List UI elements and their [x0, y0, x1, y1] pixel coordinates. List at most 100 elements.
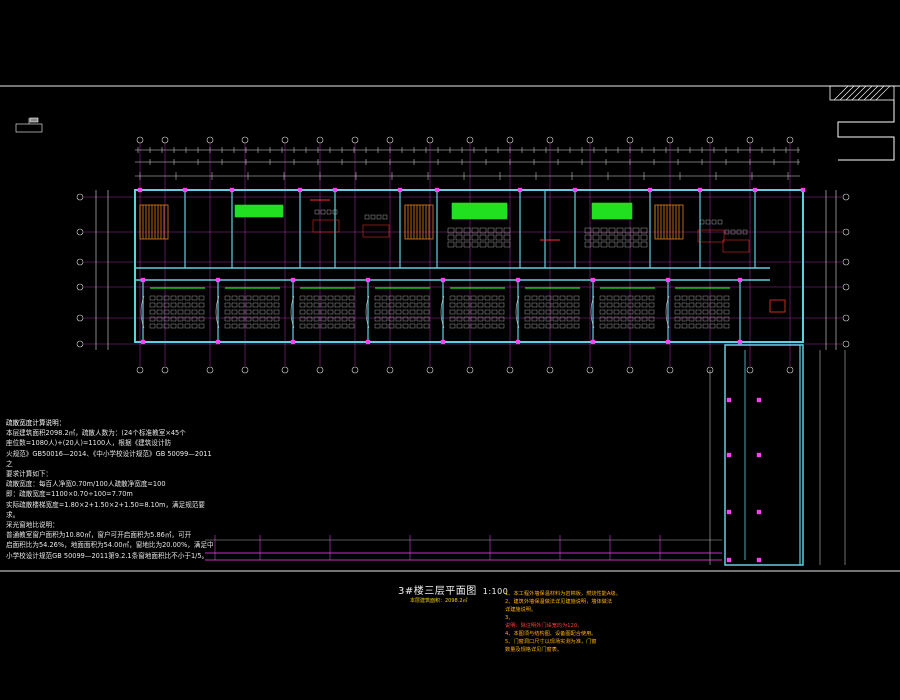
column-marker: [800, 187, 806, 193]
desk: [409, 323, 416, 329]
axis-bubble: [161, 366, 169, 374]
desk: [477, 323, 484, 329]
desk: [479, 227, 487, 234]
desk: [688, 302, 695, 308]
desk: [224, 295, 231, 301]
axis-bubble: [316, 366, 324, 374]
desk: [681, 309, 688, 315]
desk: [341, 309, 348, 315]
desk: [198, 295, 205, 301]
desk: [170, 323, 177, 329]
desk: [484, 323, 491, 329]
desk: [599, 323, 606, 329]
desk: [702, 316, 709, 322]
desk: [306, 302, 313, 308]
desk: [381, 302, 388, 308]
desk: [191, 295, 198, 301]
desk: [702, 309, 709, 315]
axis-bubble: [842, 314, 850, 322]
desk: [702, 295, 709, 301]
axis-bubble: [241, 136, 249, 144]
desk: [695, 302, 702, 308]
desk: [606, 295, 613, 301]
desk: [709, 309, 716, 315]
desk: [723, 316, 730, 322]
desk: [231, 323, 238, 329]
desk: [231, 309, 238, 315]
desk: [184, 302, 191, 308]
desk: [524, 316, 531, 322]
desk: [498, 323, 505, 329]
note-line: 详建施说明。: [505, 607, 537, 613]
desk: [191, 302, 198, 308]
desk: [648, 316, 655, 322]
desk: [449, 295, 456, 301]
desk: [479, 234, 487, 241]
desk: [723, 323, 730, 329]
desk: [409, 302, 416, 308]
desk: [245, 302, 252, 308]
desk: [327, 302, 334, 308]
desk: [266, 309, 273, 315]
note-line: 启面积比为54.26%，地面面积为54.00㎡，窗地比为20.00%，满足中: [6, 541, 214, 550]
desk: [613, 316, 620, 322]
desk: [463, 323, 470, 329]
desk: [191, 323, 198, 329]
column-marker: [665, 277, 671, 283]
desk: [402, 309, 409, 315]
lab-bench: [451, 202, 508, 220]
desk: [616, 227, 624, 234]
note-line: 座位数=1080人)+(20人)=1100人，根据《建筑设计防: [6, 439, 172, 448]
door-swing: [590, 295, 595, 329]
axis-bubble: [426, 136, 434, 144]
fixture: [699, 219, 705, 225]
desk: [306, 316, 313, 322]
desk: [231, 302, 238, 308]
desk: [184, 309, 191, 315]
desk: [538, 309, 545, 315]
desk: [566, 316, 573, 322]
desk: [531, 295, 538, 301]
desk: [674, 302, 681, 308]
desk: [320, 295, 327, 301]
desk: [313, 302, 320, 308]
desk: [632, 241, 640, 248]
desk: [600, 234, 608, 241]
desk: [238, 295, 245, 301]
desk: [273, 309, 280, 315]
desk: [723, 309, 730, 315]
desk: [416, 316, 423, 322]
fixture: [376, 214, 382, 220]
column-marker: [756, 557, 762, 563]
desk: [198, 316, 205, 322]
desk: [531, 316, 538, 322]
desk: [695, 323, 702, 329]
desk: [695, 295, 702, 301]
desk: [273, 302, 280, 308]
desk: [559, 323, 566, 329]
desk: [484, 309, 491, 315]
desk: [184, 316, 191, 322]
desk: [177, 323, 184, 329]
desk: [702, 323, 709, 329]
desk: [327, 295, 334, 301]
desk: [191, 316, 198, 322]
desk: [491, 316, 498, 322]
desk: [348, 295, 355, 301]
fixture: [364, 214, 370, 220]
desk: [674, 323, 681, 329]
desk: [299, 302, 306, 308]
desk: [395, 323, 402, 329]
column-marker: [215, 339, 221, 345]
desk: [273, 323, 280, 329]
desk: [447, 234, 455, 241]
column-marker: [726, 452, 732, 458]
desk: [723, 302, 730, 308]
axis-bubble: [506, 136, 514, 144]
desk: [545, 295, 552, 301]
fixture: [705, 219, 711, 225]
desk: [616, 241, 624, 248]
desk: [273, 316, 280, 322]
axis-bubble: [842, 283, 850, 291]
desk: [341, 302, 348, 308]
